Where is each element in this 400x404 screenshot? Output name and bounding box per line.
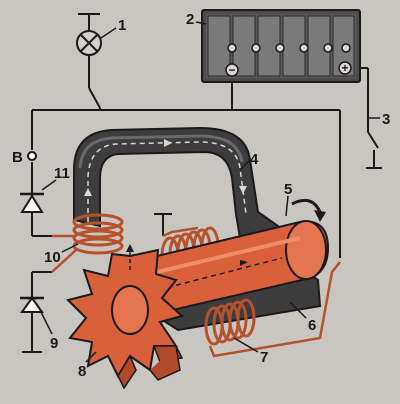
leader-lines [39,21,380,363]
label-7: 7 [260,349,268,366]
diode-11-icon [20,192,44,213]
label-9: 9 [50,335,58,352]
label-5: 5 [284,181,292,198]
coil-10 [51,213,124,273]
claw-pole [66,244,185,390]
label-11: 11 [54,165,70,182]
labels: 1 2 3 4 5 6 7 8 9 10 11 B [12,11,390,380]
wiring [22,13,382,353]
label-10: 10 [44,249,61,266]
label-2: 2 [186,11,194,28]
battery-minus-sign: − [228,63,235,77]
lamp-icon [76,30,102,56]
label-8: 8 [78,363,86,380]
terminal-b-node [27,151,37,161]
label-3: 3 [382,111,390,128]
label-1: 1 [118,17,126,34]
battery: − + [201,9,361,83]
battery-plus-terminal [338,61,352,75]
rotation-arrow-icon [291,198,326,222]
label-6: 6 [308,317,316,334]
battery-minus-terminal [225,63,239,77]
label-terminal-b: B [12,149,23,166]
battery-plus-sign: + [341,61,348,75]
diode-9-icon [20,296,44,313]
coil-7 [204,261,341,358]
label-4: 4 [250,151,259,168]
